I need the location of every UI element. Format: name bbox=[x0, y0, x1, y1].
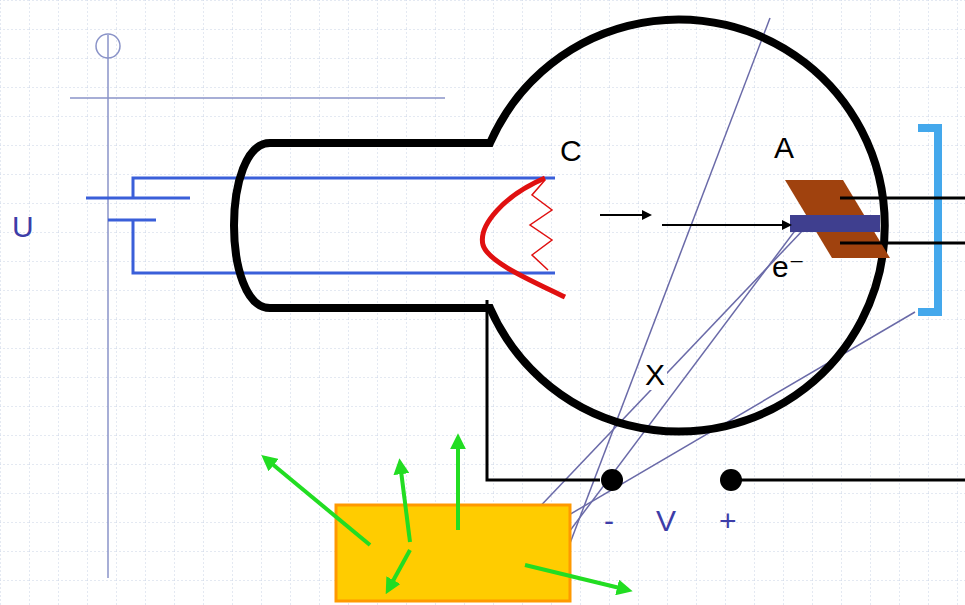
xray-label: X bbox=[643, 360, 667, 390]
polarity-sign: - bbox=[604, 506, 614, 536]
metal-plate bbox=[336, 505, 570, 601]
filament bbox=[530, 180, 552, 270]
photoelectron-arrows bbox=[265, 438, 628, 590]
electron-arrow bbox=[662, 224, 790, 226]
cathode bbox=[482, 178, 565, 297]
anode-wire bbox=[840, 197, 965, 200]
tube-outline bbox=[234, 20, 885, 432]
electron-label: e⁻ bbox=[772, 252, 805, 282]
electron-arrow bbox=[600, 214, 650, 216]
anode-wire bbox=[840, 242, 965, 245]
guide-circle bbox=[96, 34, 120, 58]
circuit-wire bbox=[487, 300, 600, 480]
anode-bar bbox=[790, 215, 880, 232]
anode-target bbox=[785, 180, 890, 258]
tube-window bbox=[918, 128, 938, 312]
circuit-wire bbox=[731, 479, 965, 482]
terminal bbox=[601, 469, 623, 491]
guide-line bbox=[107, 35, 109, 578]
anode-label: A bbox=[774, 133, 794, 163]
voltmeter-label: V bbox=[656, 506, 676, 536]
voltage-label: U bbox=[12, 212, 34, 242]
cathode-label: C bbox=[560, 136, 582, 166]
guide-line bbox=[70, 97, 445, 99]
polarity-sign: + bbox=[719, 506, 737, 536]
